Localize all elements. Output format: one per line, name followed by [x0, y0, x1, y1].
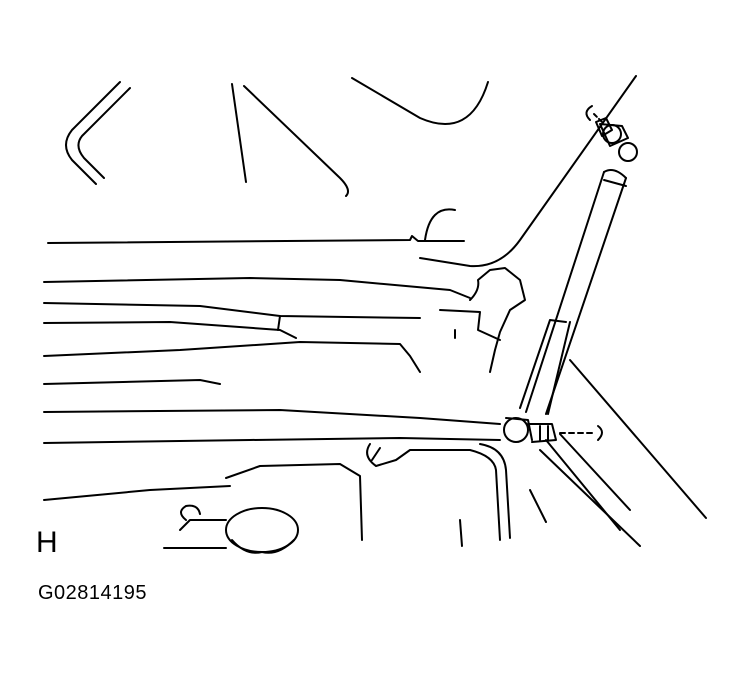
- fender-lines: [539, 359, 707, 547]
- hood-outline: [65, 75, 637, 268]
- engine-components: [163, 443, 547, 554]
- hood-support-strut-icon: [503, 117, 638, 443]
- figure-code: G02814195: [38, 582, 148, 604]
- view-letter: H: [36, 526, 58, 559]
- retaining-clip-icon: [585, 105, 603, 123]
- retaining-clip-icon-lower: [559, 425, 603, 441]
- cowl-panel-lines: [43, 235, 526, 501]
